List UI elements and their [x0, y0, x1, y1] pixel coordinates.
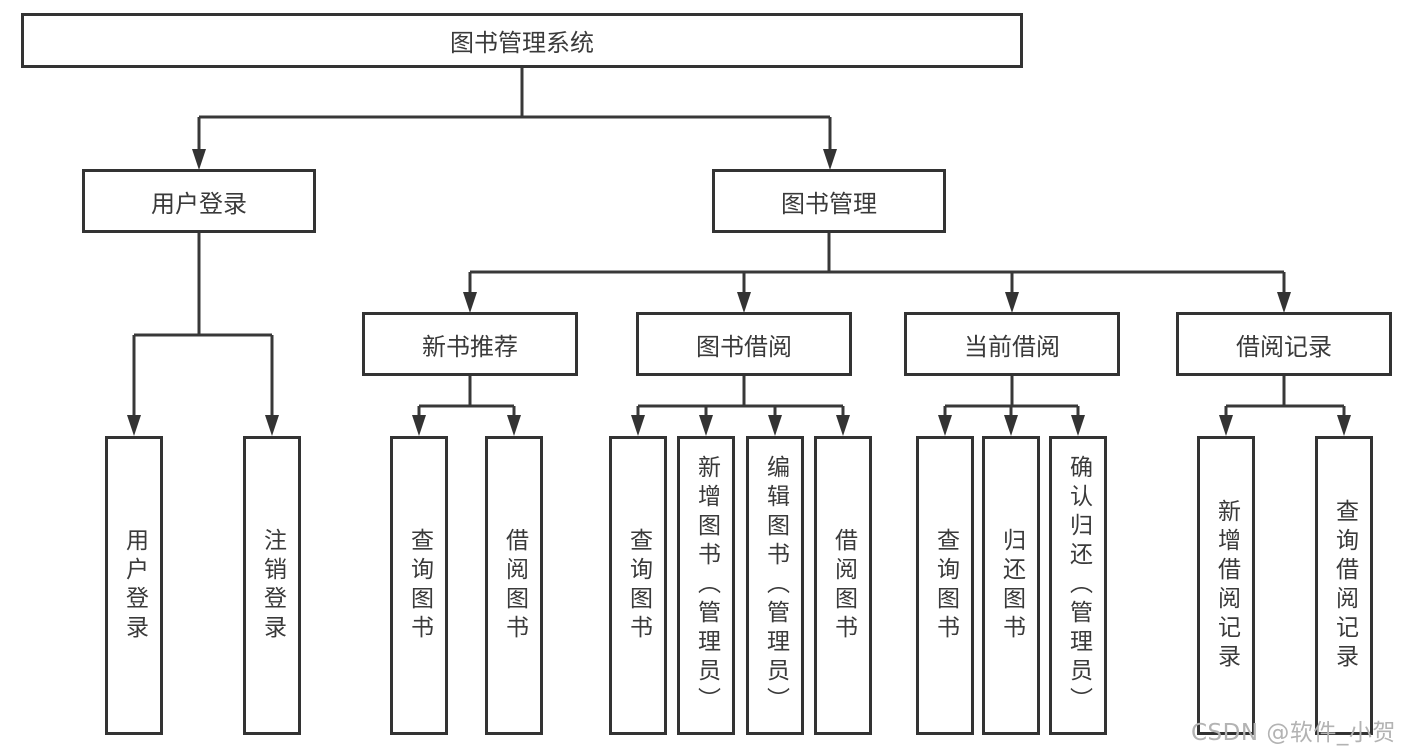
- node-label: 图书借阅: [696, 332, 792, 361]
- node-label: 查询图书: [406, 527, 433, 644]
- node-leaf-query-books: 查询图书: [609, 436, 667, 735]
- node-label: 图书管理系统: [450, 29, 594, 57]
- node-book-borrow: 图书借阅: [636, 312, 852, 376]
- node-label: 新增借阅记录: [1213, 498, 1240, 673]
- node-book-management: 图书管理: [712, 169, 946, 233]
- node-user-login: 用户登录: [82, 169, 316, 233]
- node-label: 图书管理: [781, 189, 877, 218]
- node-borrow-records: 借阅记录: [1176, 312, 1392, 376]
- arrowhead-icons: [127, 149, 1351, 436]
- node-leaf-query-borrow-record: 查询借阅记录: [1315, 436, 1373, 735]
- node-leaf-borrow-books: 借阅图书: [485, 436, 543, 735]
- node-leaf-logout: 注销登录: [243, 436, 301, 735]
- node-leaf-query-books: 查询图书: [916, 436, 974, 735]
- node-label: 借阅图书: [830, 527, 857, 644]
- node-label: 归还图书: [998, 527, 1025, 644]
- csdn-watermark: CSDN @软件_小贺同学: [1191, 720, 1396, 746]
- node-leaf-add-borrow-record: 新增借阅记录: [1197, 436, 1255, 735]
- node-new-book-recommend: 新书推荐: [362, 312, 578, 376]
- node-label: 借阅记录: [1236, 332, 1332, 361]
- node-leaf-confirm-return-admin: 确认归还（管理员）: [1049, 436, 1107, 735]
- node-leaf-edit-books-admin: 编辑图书（管理员）: [746, 436, 804, 735]
- node-label: 查询借阅记录: [1331, 498, 1358, 673]
- node-label: 新书推荐: [422, 332, 518, 361]
- node-label: 确认归还（管理员）: [1065, 455, 1092, 716]
- node-label: 新增图书（管理员）: [693, 455, 720, 716]
- node-current-borrow: 当前借阅: [904, 312, 1120, 376]
- node-leaf-add-books-admin: 新增图书（管理员）: [677, 436, 735, 735]
- node-label: 用户登录: [151, 189, 247, 218]
- node-label: 注销登录: [259, 527, 286, 644]
- node-label: 查询图书: [625, 527, 652, 644]
- node-label: 查询图书: [932, 527, 959, 644]
- node-label: 用户登录: [121, 527, 148, 644]
- node-label: 当前借阅: [964, 332, 1060, 361]
- node-label: 编辑图书（管理员）: [762, 455, 789, 716]
- node-leaf-user-login: 用户登录: [105, 436, 163, 735]
- node-leaf-return-books: 归还图书: [982, 436, 1040, 735]
- node-leaf-query-books: 查询图书: [390, 436, 448, 735]
- node-root-library-system: 图书管理系统: [21, 13, 1023, 68]
- node-leaf-borrow-books: 借阅图书: [814, 436, 872, 735]
- node-label: 借阅图书: [501, 527, 528, 644]
